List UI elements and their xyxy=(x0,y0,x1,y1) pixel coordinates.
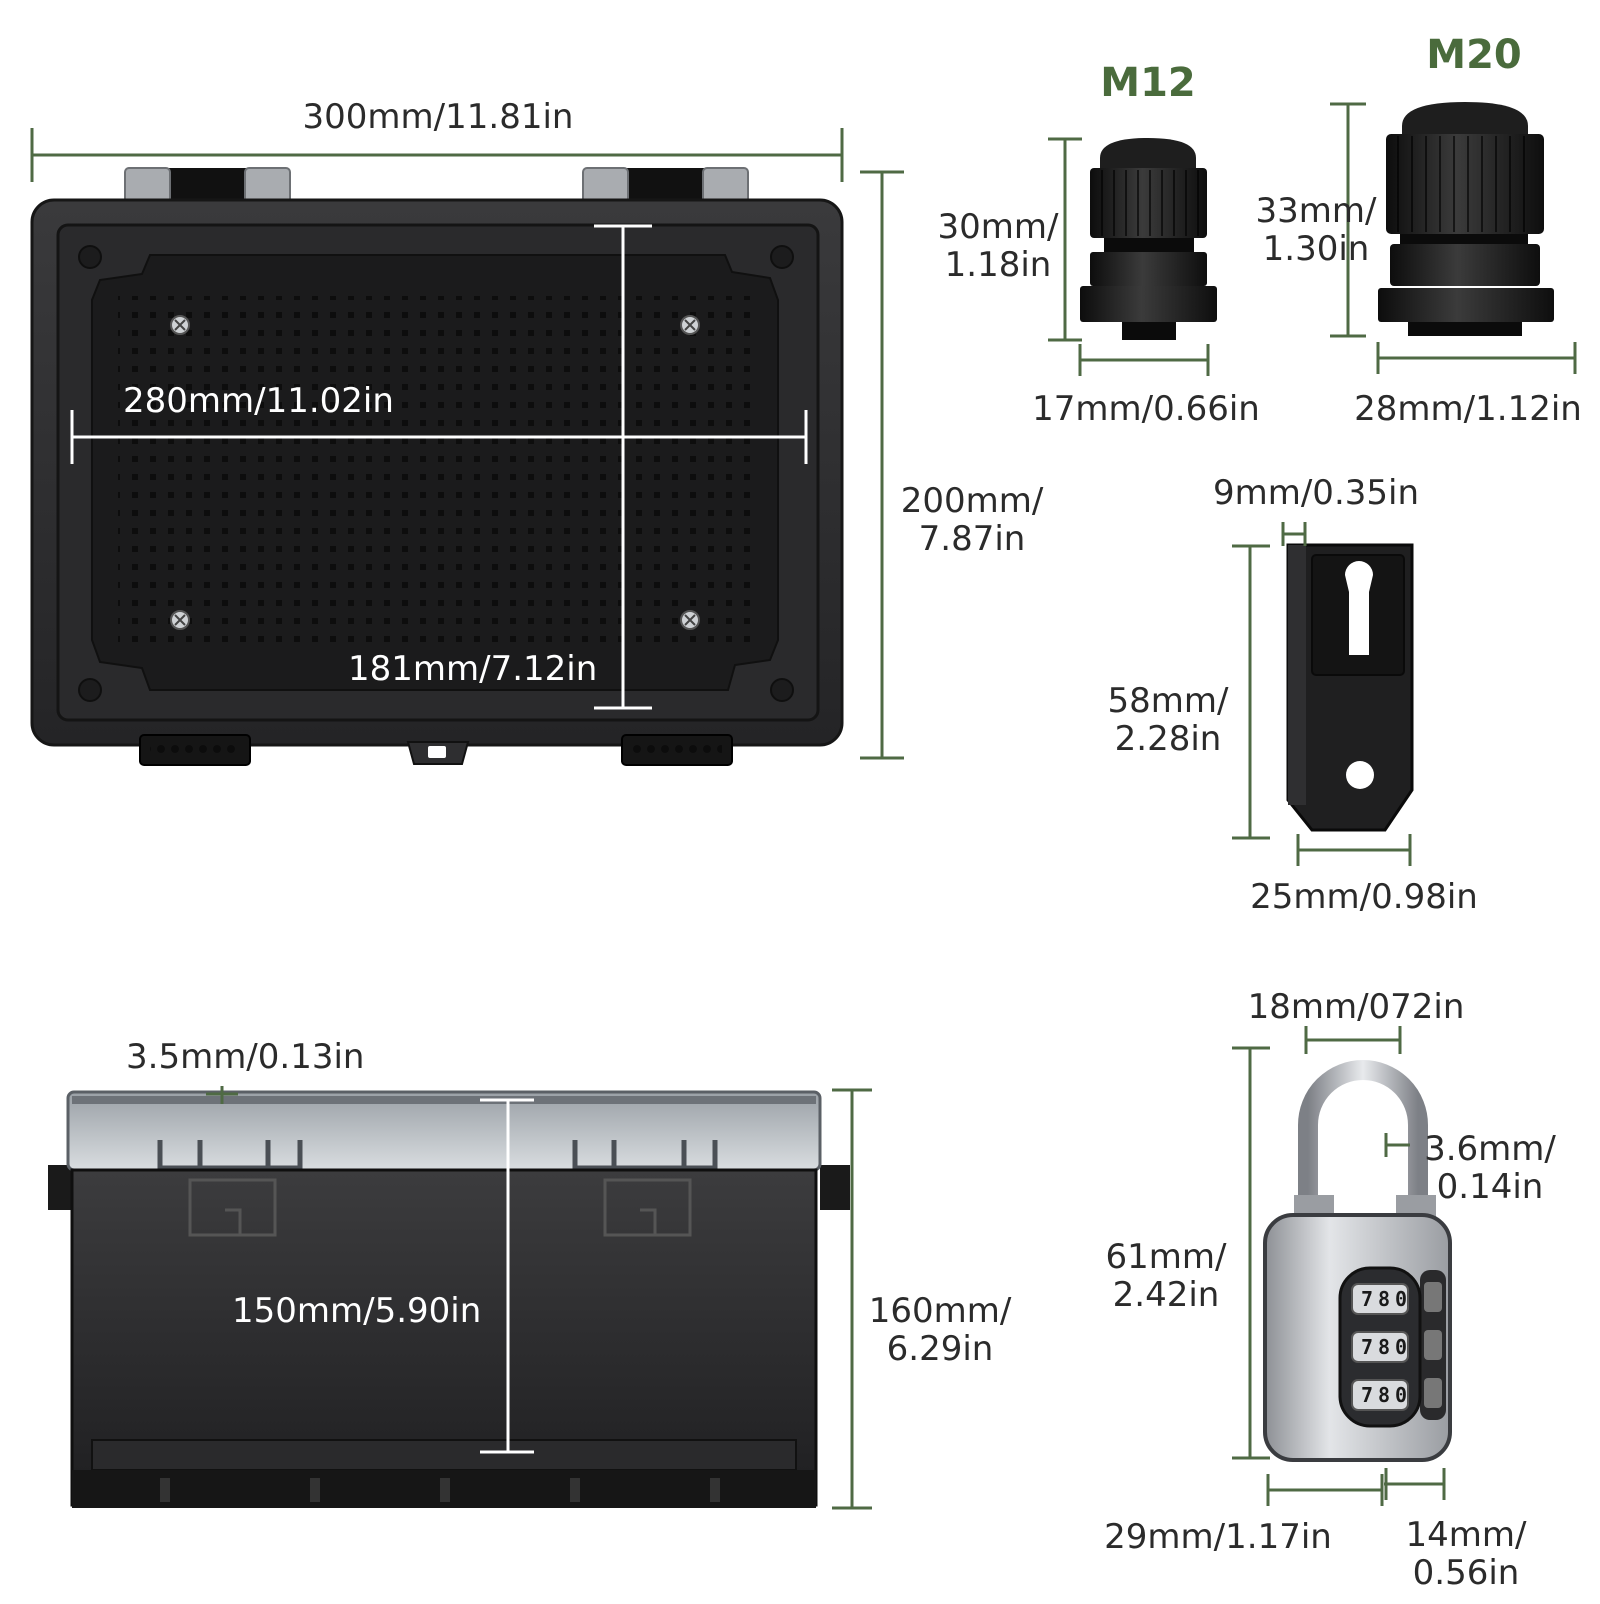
dial-digit: 8 xyxy=(1378,1383,1390,1407)
m20-height-label-line1: 33mm/ xyxy=(1255,191,1377,231)
bracket-height-label-line2: 2.28in xyxy=(1114,719,1222,759)
box-depth-label: 160mm/ 6.29in xyxy=(869,1292,1012,1368)
m12-dimension-lines xyxy=(1048,137,1210,376)
dial-digit: 7 xyxy=(1361,1335,1373,1359)
latch-right xyxy=(621,734,733,766)
latch-left xyxy=(139,734,251,766)
outer-dimension-lines xyxy=(30,128,904,760)
shackle-width-label: 18mm/072in xyxy=(1247,987,1465,1027)
padlock-height-label: 61mm/ 2.42in xyxy=(1106,1238,1227,1314)
box-width-label: 300mm/11.81in xyxy=(302,97,574,137)
bracket-height-label-line1: 58mm/ xyxy=(1107,681,1229,721)
dial-digit: 0 xyxy=(1395,1383,1407,1407)
m20-height-label: 33mm/ 1.30in xyxy=(1256,192,1377,268)
m20-title: M20 xyxy=(1426,32,1522,78)
dial-digit: 0 xyxy=(1395,1335,1407,1359)
dial-digit: 8 xyxy=(1378,1287,1390,1311)
m12-height-label: 30mm/ 1.18in xyxy=(938,208,1059,284)
inner-depth-label: 150mm/5.90in xyxy=(232,1291,482,1331)
m20-dimension-lines xyxy=(1330,102,1577,374)
m20-width-label: 28mm/1.12in xyxy=(1354,389,1582,429)
m12-title: M12 xyxy=(1100,60,1196,106)
cable-gland-m12 xyxy=(1080,138,1217,340)
lid-hinge-tabs xyxy=(157,1140,718,1171)
side-outer-dimension-lines xyxy=(206,1086,872,1510)
padlock-height-label-line2: 2.42in xyxy=(1112,1275,1220,1315)
padlock-width-label: 29mm/1.17in xyxy=(1104,1517,1332,1557)
shackle-diameter-label: 3.6mm/ 0.14in xyxy=(1424,1130,1556,1206)
lid-thickness-label: 3.5mm/0.13in xyxy=(126,1037,365,1077)
padlock-depth-label-line2: 0.56in xyxy=(1412,1553,1520,1593)
dial-digit: 7 xyxy=(1361,1383,1373,1407)
shackle-diameter-label-line1: 3.6mm/ xyxy=(1424,1129,1556,1169)
box-height-label-line1: 200mm/ xyxy=(900,481,1044,521)
m12-height-label-line1: 30mm/ xyxy=(937,207,1059,247)
bracket-thickness-label: 9mm/0.35in xyxy=(1212,473,1420,513)
box-depth-label-line1: 160mm/ xyxy=(868,1291,1012,1331)
box-inner-width-label: 280mm/11.02in xyxy=(123,381,394,421)
box-height-label: 200mm/ 7.87in xyxy=(901,482,1044,558)
m20-height-label-line2: 1.30in xyxy=(1262,229,1370,269)
box-height-label-line2: 7.87in xyxy=(918,519,1026,559)
side-inner-dimension-lines xyxy=(480,1098,534,1454)
m12-height-label-line2: 1.18in xyxy=(944,245,1052,285)
panel-hole-grid xyxy=(118,296,758,648)
enclosure-side-view xyxy=(48,1090,850,1508)
screw-icon xyxy=(170,315,700,630)
padlock-depth-label-line1: 14mm/ xyxy=(1405,1515,1527,1555)
mounting-bracket xyxy=(1286,543,1414,832)
box-depth-label-line2: 6.29in xyxy=(886,1329,994,1369)
inner-dimension-lines xyxy=(70,224,808,710)
shackle-diameter-label-line2: 0.14in xyxy=(1436,1167,1544,1207)
cable-gland-m20 xyxy=(1378,102,1554,336)
m12-width-label: 17mm/0.66in xyxy=(1032,389,1260,429)
padlock-dimension-lines xyxy=(1232,1026,1446,1506)
enclosure-top-view xyxy=(30,128,904,766)
dial-digit: 7 xyxy=(1361,1287,1373,1311)
bracket-dimension-lines xyxy=(1232,522,1412,866)
padlock-depth-label: 14mm/ 0.56in xyxy=(1406,1516,1527,1592)
bracket-width-label: 25mm/0.98in xyxy=(1250,877,1478,917)
combination-padlock: 7 8 0 7 8 0 7 8 0 xyxy=(1263,1060,1452,1462)
dial-digit: 8 xyxy=(1378,1335,1390,1359)
bracket-height-label: 58mm/ 2.28in xyxy=(1108,682,1229,758)
dial-digit: 0 xyxy=(1395,1287,1407,1311)
dial-wheels xyxy=(1351,1282,1442,1411)
padlock-height-label-line1: 61mm/ xyxy=(1105,1237,1227,1277)
box-inner-height-label: 181mm/7.12in xyxy=(348,649,598,689)
